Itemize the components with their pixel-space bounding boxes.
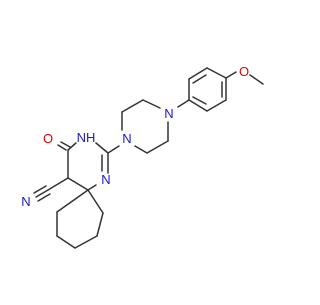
bond-pip-6: [142, 99, 161, 109]
bond-benzene-5: [188, 99, 208, 112]
atom-n-ring-imine: N: [101, 172, 110, 187]
bond-benzene-double-c: [192, 96, 207, 105]
bond-pip-2: [146, 140, 169, 154]
bond-amidine-nh: [95, 142, 109, 154]
bond-carbonyl-a: [57, 144, 67, 151]
bond-n-amidine: [107, 145, 120, 154]
bond-cyhex-2: [96, 212, 104, 237]
bond-aryl-o: [225, 71, 237, 79]
atom-o-carbonyl: O: [43, 131, 53, 146]
bond-o-methyl: [249, 74, 264, 85]
bond-c5-cn: [47, 177, 69, 191]
bond-benzene-double-a: [192, 74, 207, 84]
bond-benzene-1: [188, 67, 208, 80]
molecule-canvas: N N O NH O N N: [21, 64, 264, 249]
bond-cyhex-6: [56, 189, 89, 213]
bond-cn-triple-c: [37, 193, 51, 202]
bond-cyhex-4: [56, 235, 76, 249]
bond-cn-triple-b: [33, 185, 47, 194]
bond-aryl-n: [177, 99, 190, 108]
bond-c5-spiro: [67, 177, 89, 191]
bond-pip-3: [134, 145, 148, 154]
bond-carbonyl-b: [60, 141, 71, 148]
atom-nh-ring: NH: [77, 130, 96, 145]
bond-pip-5: [121, 99, 144, 113]
bond-benzene-4: [206, 99, 227, 112]
atom-n-piperazine-bottom: N: [122, 131, 131, 146]
atom-labels: N N O NH O N N: [21, 64, 249, 209]
bond-cyhex-1: [87, 189, 104, 214]
bond-cyhex-3: [74, 235, 98, 249]
bonds: [33, 67, 264, 249]
atom-o-methoxy: O: [239, 64, 249, 79]
atom-n-piperazine-top: N: [164, 106, 173, 121]
atom-n-nitrile: N: [21, 194, 30, 209]
structure-drawing: N N O NH O N N: [21, 64, 264, 249]
bond-nh-co: [67, 142, 77, 151]
bond-cn-triple-a: [35, 189, 49, 198]
bond-benzene-2: [206, 67, 227, 79]
bond-spiro-n: [87, 184, 97, 191]
